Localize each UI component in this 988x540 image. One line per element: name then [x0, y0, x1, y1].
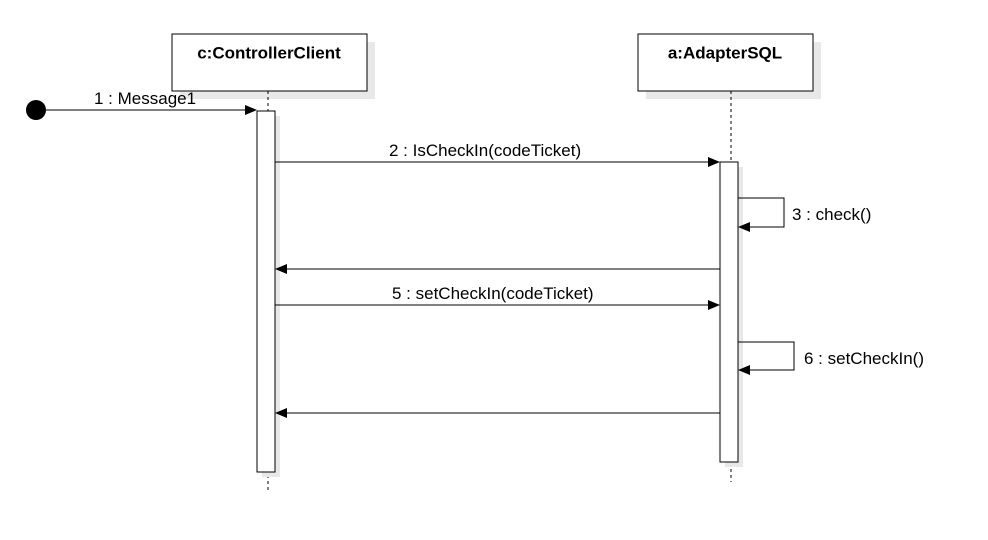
participant-label: a:AdapterSQL: [668, 43, 782, 62]
message-label: 3 : check(): [792, 205, 871, 224]
message-label: 1 : Message1: [94, 89, 196, 108]
message-label: 6 : setCheckIn(): [804, 349, 924, 368]
message-6-self-call[interactable]: 6 : setCheckIn(): [738, 341, 924, 375]
message-3-self-call[interactable]: 3 : check(): [738, 197, 871, 232]
message-label: 5 : setCheckIn(codeTicket): [392, 284, 594, 303]
participant-label: c:ControllerClient: [197, 43, 341, 62]
found-message-start-dot: [26, 100, 46, 120]
participant-adapter-sql[interactable]: a:AdapterSQL: [637, 33, 821, 99]
message-5[interactable]: 5 : setCheckIn(codeTicket): [275, 284, 720, 310]
activation-bar-controller-client: [256, 110, 276, 473]
message-label: 2 : IsCheckIn(codeTicket): [389, 141, 581, 160]
message-1[interactable]: 1 : Message1: [46, 89, 257, 115]
message-2[interactable]: 2 : IsCheckIn(codeTicket): [275, 141, 720, 167]
participant-controller-client[interactable]: c:ControllerClient: [171, 33, 375, 99]
activation-bar-adapter-sql: [719, 161, 739, 463]
